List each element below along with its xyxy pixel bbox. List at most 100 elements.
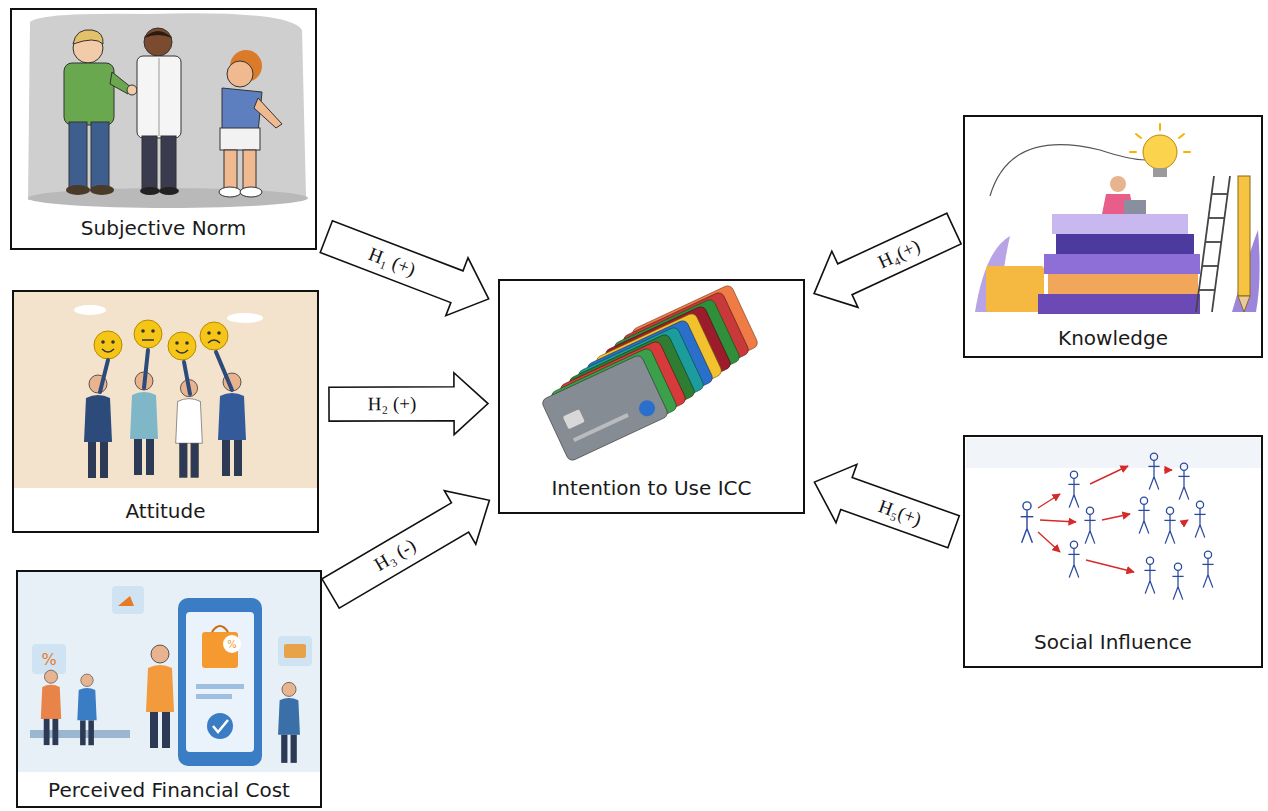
knowledge-picture-part (1238, 296, 1250, 312)
percent-sign: % (227, 639, 237, 650)
subjective-norm-picture-part (224, 150, 237, 190)
attitude-picture-part (102, 340, 220, 353)
financial-cost-picture-part (18, 572, 320, 772)
social-influence-picture-part-part (1144, 557, 1155, 593)
social-influence-picture-part-part (1038, 532, 1060, 552)
social-influence-picture (966, 438, 1262, 600)
financial-cost-picture-part (32, 644, 66, 674)
subjective-norm-picture-part (127, 85, 137, 95)
subjective-norm-picture-part (137, 56, 181, 138)
attitude-picture-part-part (184, 362, 190, 394)
knowledge-picture-part (1048, 274, 1198, 294)
social-influence-picture-part-part (1068, 541, 1079, 577)
knowledge-picture-part (986, 266, 1044, 312)
subjective-norm-picture-part (66, 185, 90, 195)
knowledge-picture-part (1153, 168, 1167, 177)
knowledge-picture-part-part (1159, 124, 1161, 130)
subjective-norm-picture-part (219, 187, 241, 197)
financial-cost-picture-part (77, 674, 96, 745)
financial-cost-picture-part (196, 684, 244, 689)
attitude-picture-part-part (151, 329, 155, 333)
attitude-picture-part-part (207, 331, 211, 335)
financial-cost-picture-part (212, 626, 228, 632)
subjective-norm-picture-part (64, 63, 114, 125)
attitude-picture-part (84, 375, 112, 478)
subjective-norm-picture (28, 13, 308, 208)
social-influence-picture-part-part (1164, 469, 1172, 470)
attitude-picture-part-part (185, 341, 189, 345)
subjective-norm-picture-part (140, 187, 160, 195)
attitude-picture-part-part (142, 339, 154, 341)
social-influence-picture-part-part (1178, 463, 1189, 499)
box-caption: Attitude (121, 499, 209, 523)
knowledge-picture-part (1052, 214, 1188, 234)
attitude-picture-part-part (141, 329, 145, 333)
social-influence-picture-part-part (1038, 494, 1060, 508)
box-caption: Intention to Use ICC (547, 476, 755, 500)
credit-card-fan-part-part (541, 354, 669, 462)
attitude-picture-part-part (216, 352, 232, 390)
financial-cost-picture-part (284, 644, 306, 658)
knowledge-picture-part-part (1136, 134, 1141, 138)
knowledge-picture-part-part (1130, 151, 1136, 153)
social-influence-picture-part-part (1068, 471, 1079, 507)
subjective-norm-picture-part (28, 13, 306, 200)
knowledge-picture-part-part (1199, 289, 1215, 291)
attitude-picture-part-part (208, 340, 220, 343)
figure-box: Intention to Use ICC (498, 279, 805, 514)
figure-box: Perceived Financial Cost (16, 570, 322, 808)
financial-cost-picture-part (178, 598, 262, 766)
knowledge-picture-part-part (1202, 265, 1218, 267)
attitude-picture-part (14, 292, 317, 488)
knowledge-picture-part (1238, 176, 1250, 296)
attitude-picture-part-part (200, 322, 228, 350)
figure-box: Subjective Norm (10, 8, 317, 250)
social-influence-picture-part-part (1182, 520, 1188, 524)
figure-box: Knowledge (963, 115, 1263, 358)
financial-cost-picture: % % (18, 572, 320, 772)
social-influence-picture-part (1038, 466, 1188, 572)
subjective-norm-picture-part (91, 122, 109, 188)
hypothesis-label: H₂ (+) (364, 393, 419, 415)
figure-box: Social Influence (963, 435, 1263, 668)
box-caption: Social Influence (1030, 630, 1196, 654)
subjective-norm-picture-part (227, 61, 253, 87)
knowledge-picture-part (1044, 254, 1200, 274)
box-caption: Knowledge (1054, 326, 1172, 350)
credit-card-fan-part (541, 354, 669, 462)
social-influence-picture-part (1021, 453, 1214, 599)
social-influence-picture-part-part (1040, 520, 1076, 522)
subjective-norm-picture-part (90, 185, 114, 195)
social-influence-picture-part-part (1084, 507, 1095, 543)
hypothesis-label: H₅(+) (873, 494, 927, 531)
knowledge-picture-part-part (1208, 217, 1224, 219)
social-influence-picture-part-part (1164, 507, 1175, 543)
knowledge-picture-part (1196, 176, 1230, 312)
social-influence-picture-part-part (1148, 453, 1159, 489)
knowledge-picture-part (1110, 176, 1126, 192)
social-influence-picture-part-part (1102, 514, 1130, 520)
financial-cost-picture-part (41, 670, 61, 745)
attitude-picture-part-part (101, 340, 105, 344)
social-influence-picture-part-part (1202, 551, 1213, 587)
block-arrow (814, 464, 959, 547)
attitude-picture-part (74, 305, 106, 315)
attitude-picture-part-part (168, 332, 196, 360)
financial-cost-picture-part (186, 612, 254, 752)
subjective-norm-picture-part (243, 150, 256, 190)
knowledge-picture-part (1124, 200, 1146, 214)
credit-card-fan (541, 284, 759, 462)
box-caption: Subjective Norm (77, 216, 250, 240)
knowledge-picture-part-part (1212, 176, 1230, 312)
knowledge-picture-part (1143, 135, 1177, 169)
attitude-picture-part-part (217, 331, 221, 335)
financial-cost-picture-part (207, 713, 233, 739)
attitude-picture-part-part (175, 341, 179, 345)
financial-cost-picture-part (146, 645, 174, 748)
social-influence-picture-part-part (1086, 560, 1134, 572)
